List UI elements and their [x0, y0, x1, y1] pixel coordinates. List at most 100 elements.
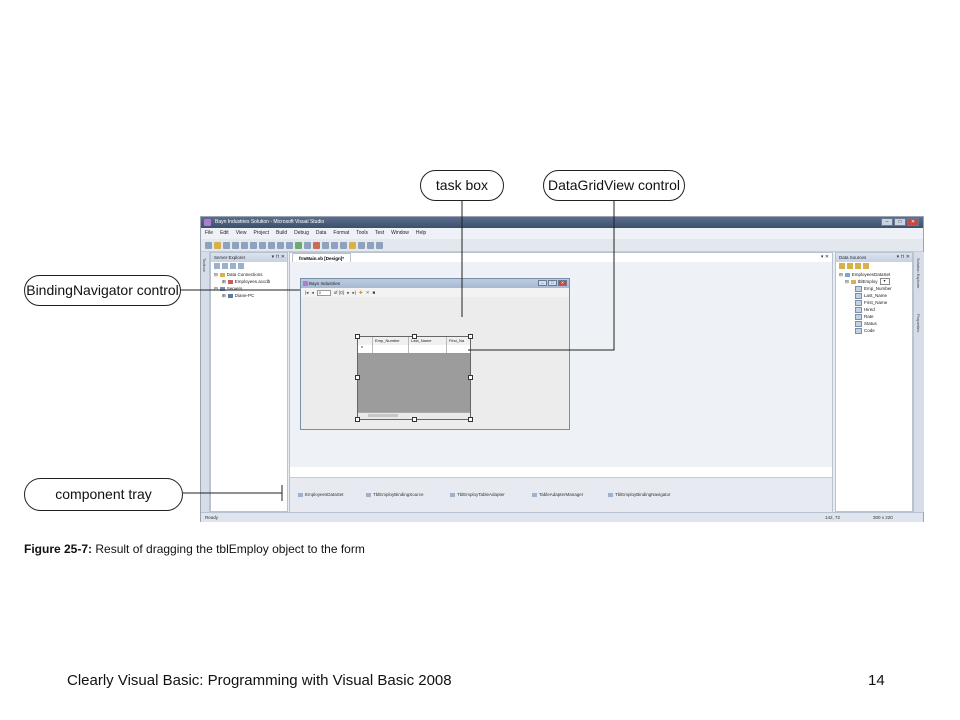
- solution-explorer-icon[interactable]: [331, 242, 338, 249]
- binding-navigator[interactable]: |◂ ◂ 0 of {0} ▸ ▸| ✚ ✕ ■: [301, 288, 569, 297]
- tree-item-computer[interactable]: ⊞Diane-PC: [222, 293, 255, 298]
- edit-dataset-icon[interactable]: [847, 263, 853, 269]
- grid-cell[interactable]: [408, 345, 446, 353]
- properties-tab[interactable]: Properties: [916, 314, 921, 333]
- resize-handle[interactable]: [412, 334, 417, 339]
- move-first-icon[interactable]: |◂: [305, 290, 309, 295]
- save-icon[interactable]: [232, 242, 239, 249]
- tree-item-servers[interactable]: ⊟Servers: [214, 286, 243, 291]
- close-button[interactable]: ✕: [907, 218, 919, 226]
- menu-format[interactable]: Format: [333, 230, 350, 236]
- minimize-button[interactable]: –: [881, 218, 893, 226]
- servers-icon: [219, 286, 225, 291]
- grid-new-row[interactable]: *: [358, 345, 470, 354]
- menu-tools[interactable]: Tools: [356, 230, 368, 236]
- tree-item-field[interactable]: Status: [839, 320, 892, 328]
- tray-item-tableadaptermanager[interactable]: TableAdapterManager: [532, 491, 583, 498]
- stop-refresh-icon[interactable]: [222, 263, 228, 269]
- scrollbar-thumb[interactable]: [368, 414, 398, 417]
- menu-edit[interactable]: Edit: [220, 230, 229, 236]
- properties-icon[interactable]: [340, 242, 347, 249]
- resize-handle[interactable]: [355, 417, 360, 422]
- datagridview-control[interactable]: Emp_Number Last_Name First_Na *: [355, 334, 473, 422]
- find-icon[interactable]: [322, 242, 329, 249]
- maximize-button[interactable]: □: [894, 218, 906, 226]
- refresh-data-icon[interactable]: [863, 263, 869, 269]
- menu-file[interactable]: File: [205, 230, 214, 236]
- menu-debug[interactable]: Debug: [294, 230, 309, 236]
- dropdown-arrow-icon[interactable]: ▾: [879, 278, 890, 286]
- tree-item-field[interactable]: First_Name: [839, 299, 892, 307]
- tree-item-field[interactable]: Rate: [839, 313, 892, 321]
- form-designer[interactable]: Bayn Industries – □ ✕ |◂ ◂ 0 of {0} ▸ ▸|…: [300, 278, 570, 430]
- start-debugging-icon[interactable]: [295, 242, 302, 249]
- column-header-emp-number[interactable]: Emp_Number: [372, 337, 408, 345]
- resize-handle[interactable]: [412, 417, 417, 422]
- open-file-icon[interactable]: [214, 242, 221, 249]
- undo-icon[interactable]: [277, 242, 284, 249]
- add-data-source-icon[interactable]: [839, 263, 845, 269]
- menu-view[interactable]: View: [235, 230, 247, 236]
- panel-pin-controls[interactable]: ▾ ⊓ ✕: [271, 254, 285, 260]
- menu-project[interactable]: Project: [253, 230, 269, 236]
- computer-icon: [227, 293, 233, 298]
- panel-pin-controls[interactable]: ▾ ⊓ ✕: [896, 254, 910, 260]
- tree-item-field[interactable]: Hired: [839, 306, 892, 314]
- position-input[interactable]: 0: [316, 289, 331, 296]
- menu-data[interactable]: Data: [315, 230, 327, 236]
- grid-cell[interactable]: [372, 345, 408, 353]
- menu-window[interactable]: Window: [391, 230, 409, 236]
- toolbox-tab[interactable]: Toolbox: [201, 252, 210, 512]
- refresh-icon[interactable]: [214, 263, 220, 269]
- menu-build[interactable]: Build: [276, 230, 288, 236]
- tree-item-field[interactable]: Code: [839, 327, 892, 335]
- connect-database-icon[interactable]: [230, 263, 236, 269]
- save-data-icon[interactable]: ■: [372, 290, 376, 295]
- stop-icon[interactable]: [313, 242, 320, 249]
- resize-handle[interactable]: [355, 375, 360, 380]
- tree-item-database[interactable]: ⊞Employees.accdb: [222, 279, 271, 284]
- paste-icon[interactable]: [268, 242, 275, 249]
- menu-help[interactable]: Help: [415, 230, 427, 236]
- resize-handle[interactable]: [468, 375, 473, 380]
- add-item-icon[interactable]: [223, 242, 230, 249]
- layout-align-icon[interactable]: [358, 242, 365, 249]
- configure-dataset-icon[interactable]: [855, 263, 861, 269]
- resize-handle[interactable]: [468, 334, 473, 339]
- horizontal-scrollbar[interactable]: [358, 412, 470, 419]
- tray-item-bindingsource[interactable]: TblEmployBindingSource: [366, 491, 424, 498]
- delete-icon[interactable]: ✕: [365, 290, 370, 295]
- add-new-icon[interactable]: ✚: [358, 290, 363, 295]
- column-header-first-name[interactable]: First_Na: [446, 337, 470, 345]
- tray-item-tableadapter[interactable]: TblEmployTableAdapter: [450, 491, 505, 498]
- resize-handle[interactable]: [468, 417, 473, 422]
- layout-size-icon[interactable]: [367, 242, 374, 249]
- connect-server-icon[interactable]: [238, 263, 244, 269]
- cut-icon[interactable]: [250, 242, 257, 249]
- save-all-icon[interactable]: [241, 242, 248, 249]
- copy-icon[interactable]: [259, 242, 266, 249]
- pause-icon[interactable]: [304, 242, 311, 249]
- move-last-icon[interactable]: ▸|: [352, 290, 356, 295]
- redo-icon[interactable]: [286, 242, 293, 249]
- column-header-last-name[interactable]: Last_Name: [408, 337, 446, 345]
- new-project-icon[interactable]: [205, 242, 212, 249]
- solution-explorer-tab[interactable]: Solution Explorer: [916, 258, 921, 289]
- tree-item-dataset[interactable]: ⊟EmployeesDataSet: [839, 272, 891, 277]
- move-previous-icon[interactable]: ◂: [311, 290, 314, 295]
- document-tab-controls[interactable]: ▾ ✕: [820, 254, 829, 260]
- resize-handle[interactable]: [355, 334, 360, 339]
- toolbox-icon[interactable]: [349, 242, 356, 249]
- tray-item-dataset[interactable]: EmployeesDataSet: [298, 491, 344, 498]
- tree-item-table[interactable]: ⊟tblEmploy▾: [839, 278, 892, 286]
- design-surface: Bayn Industries – □ ✕ |◂ ◂ 0 of {0} ▸ ▸|…: [290, 262, 832, 467]
- tree-item-field[interactable]: Emp_Number: [839, 285, 892, 293]
- layout-spacing-icon[interactable]: [376, 242, 383, 249]
- menu-test[interactable]: Test: [374, 230, 385, 236]
- move-next-icon[interactable]: ▸: [347, 290, 350, 295]
- tab-frmmain-design[interactable]: frmMain.vb [Design]*: [292, 253, 352, 262]
- tree-item-field[interactable]: Last_Name: [839, 292, 892, 300]
- tray-item-bindingnavigator[interactable]: TblEmployBindingNavigator: [608, 491, 671, 498]
- grid-cell[interactable]: [446, 345, 470, 353]
- tree-item-data-connections[interactable]: ⊟Data Connections: [214, 272, 263, 277]
